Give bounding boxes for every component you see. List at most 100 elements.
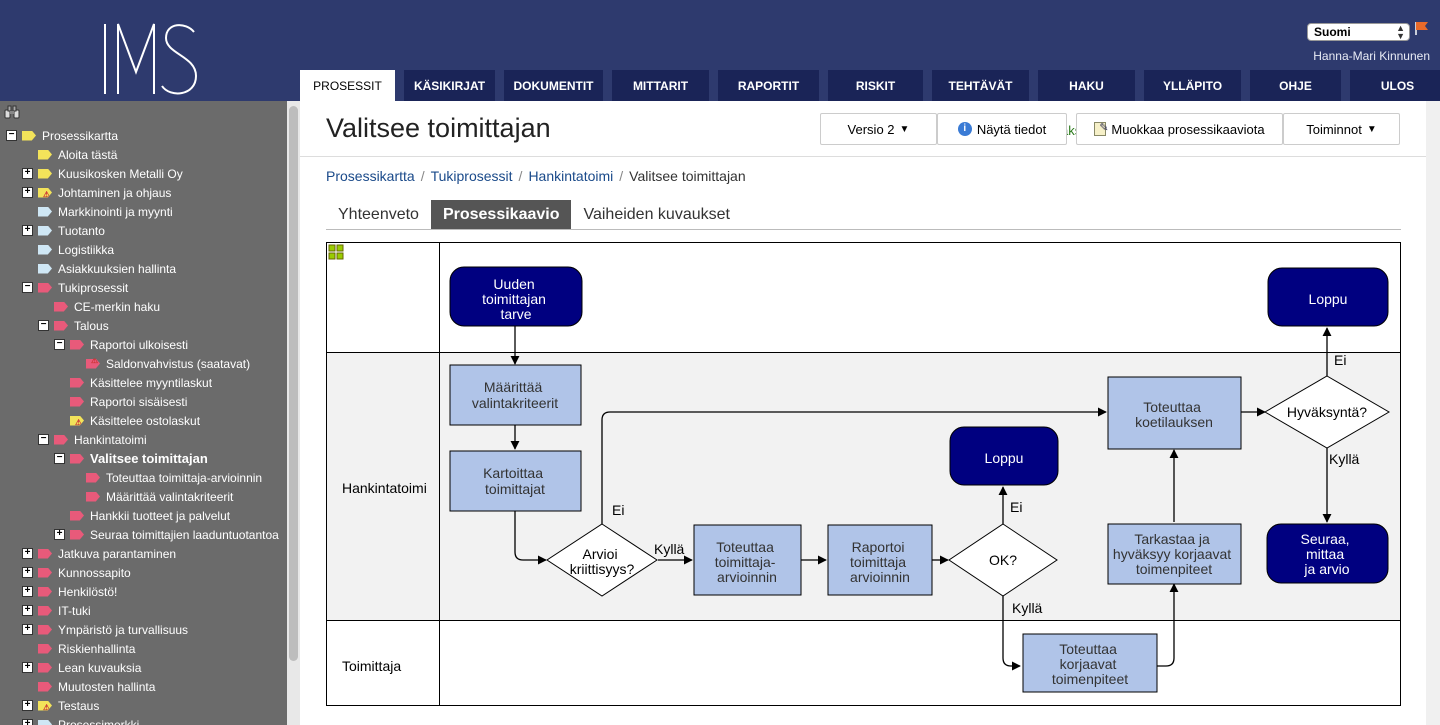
tree-item[interactable]: ⚠Käsittelee ostolaskut: [70, 411, 200, 430]
expand-icon[interactable]: +: [54, 529, 65, 540]
collapse-icon[interactable]: −: [6, 130, 17, 141]
collapse-icon[interactable]: −: [54, 453, 65, 464]
tree-item[interactable]: Toteuttaa toimittaja-arvioinnin: [86, 468, 262, 487]
node-map-suppliers[interactable]: Kartoittaa toimittajat: [449, 450, 582, 512]
nav-tab-riskit[interactable]: RISKIT: [828, 70, 923, 101]
nav-tab-mittarit[interactable]: MITTARIT: [612, 70, 709, 101]
node-end-top[interactable]: Loppu: [1267, 267, 1389, 327]
node-critical-decision[interactable]: Arvioi kriittisyys?: [546, 523, 658, 597]
user-name[interactable]: Hanna-Mari Kinnunen: [1313, 49, 1430, 63]
expand-icon[interactable]: [328, 244, 336, 252]
nav-tab-prosessit[interactable]: PROSESSIT: [300, 70, 395, 101]
node-report-evaluation[interactable]: Raportoi toimittaja arvioinnin: [827, 524, 933, 596]
expand-icon[interactable]: [328, 252, 336, 260]
expand-icon[interactable]: [336, 244, 344, 252]
tree-item[interactable]: Muutosten hallinta: [38, 677, 155, 696]
expand-icon[interactable]: +: [22, 700, 33, 711]
nav-tab-ohje[interactable]: OHJE: [1250, 70, 1341, 101]
nav-tab-yllapito[interactable]: YLLÄPITO: [1144, 70, 1241, 101]
tree-item[interactable]: Riskienhallinta: [38, 639, 135, 658]
tree-item[interactable]: +Lean kuvauksia: [22, 658, 141, 677]
tree-item[interactable]: +Ympäristö ja turvallisuus: [22, 620, 188, 639]
tree-item[interactable]: +Tuotanto: [22, 221, 105, 240]
tree-item[interactable]: Markkinointi ja myynti: [38, 202, 173, 221]
process-tag-icon: [38, 548, 52, 559]
tree-item[interactable]: Hankkii tuotteet ja palvelut: [70, 506, 230, 525]
edge-label: Kyllä: [1012, 600, 1043, 616]
expand-icon[interactable]: [336, 252, 344, 260]
tree-item[interactable]: +⚠Johtaminen ja ohjaus: [22, 183, 171, 202]
node-define-criteria[interactable]: Määrittää valintakriteerit: [449, 364, 582, 426]
edit-diagram-button[interactable]: ✎ Muokkaa prosessikaaviota: [1076, 113, 1283, 145]
tree-item[interactable]: Raportoi sisäisesti: [70, 392, 187, 411]
language-select[interactable]: Suomi ▲▼: [1307, 23, 1410, 41]
node-check-approve[interactable]: Tarkastaa ja hyväksyy korjaavat toimenpi…: [1107, 523, 1242, 585]
tree-item[interactable]: Logistiikka: [38, 240, 114, 259]
expand-icon[interactable]: +: [22, 168, 33, 179]
sidebar-scrollbar-thumb[interactable]: [289, 106, 298, 661]
node-approval-decision[interactable]: Hyväksyntä?: [1264, 375, 1390, 449]
node-end-mid[interactable]: Loppu: [949, 426, 1059, 486]
version-dropdown[interactable]: Versio 2 ▼: [820, 113, 937, 145]
tree-item[interactable]: ⚠Saldonvahvistus (saatavat): [86, 354, 250, 373]
expand-icon[interactable]: +: [22, 624, 33, 635]
breadcrumb-link-prosessikartta[interactable]: Prosessikartta: [326, 168, 415, 184]
expand-icon[interactable]: +: [22, 548, 33, 559]
tree-item[interactable]: Asiakkuuksien hallinta: [38, 259, 176, 278]
node-corrective-actions[interactable]: Toteuttaa korjaavat toimenpiteet: [1022, 633, 1158, 693]
nav-tab-dokumentit[interactable]: DOKUMENTIT: [504, 70, 603, 101]
tree-item[interactable]: −Raportoi ulkoisesti: [54, 335, 188, 354]
tree-item[interactable]: +IT-tuki: [22, 601, 91, 620]
expand-icon[interactable]: +: [22, 586, 33, 597]
tab-yhteenveto[interactable]: Yhteenveto: [338, 205, 419, 223]
tree-item[interactable]: Aloita tästä: [38, 145, 117, 164]
node-follow-up[interactable]: Seuraa, mittaa ja arvio: [1266, 523, 1389, 584]
nav-tab-raportit[interactable]: RAPORTIT: [718, 70, 819, 101]
expand-icon[interactable]: +: [22, 605, 33, 616]
expand-icon[interactable]: +: [22, 225, 33, 236]
tab-vaiheiden-kuvaukset[interactable]: Vaiheiden kuvaukset: [583, 205, 730, 223]
breadcrumb-link-tukiprosessit[interactable]: Tukiprosessit: [430, 168, 513, 184]
sidebar-scrollbar[interactable]: [287, 101, 300, 725]
tree-item[interactable]: +⚠Testaus: [22, 696, 99, 715]
tree-item[interactable]: −Tukiprosessit: [22, 278, 128, 297]
tree-item[interactable]: Määrittää valintakriteerit: [86, 487, 233, 506]
node-ok-decision[interactable]: OK?: [948, 523, 1058, 597]
tree-item[interactable]: −Valitsee toimittajan: [54, 449, 208, 468]
show-info-button[interactable]: i Näytä tiedot: [937, 113, 1067, 145]
tree-item[interactable]: +Prosessimerkki: [22, 715, 139, 725]
tree-item[interactable]: +Kuusikosken Metalli Oy: [22, 164, 183, 183]
tree-item[interactable]: Käsittelee myyntilaskut: [70, 373, 212, 392]
binoculars-icon[interactable]: [4, 105, 20, 119]
nav-tab-tehtavat[interactable]: TEHTÄVÄT: [932, 70, 1029, 101]
actions-dropdown[interactable]: Toiminnot ▼: [1283, 113, 1400, 145]
tree-item[interactable]: CE-merkin haku: [54, 297, 160, 316]
expand-icon[interactable]: +: [22, 662, 33, 673]
ims-logo[interactable]: [100, 22, 200, 96]
page-scrollbar[interactable]: [1426, 101, 1440, 725]
collapse-icon[interactable]: −: [38, 320, 49, 331]
nav-tab-ulos[interactable]: ULOS: [1350, 70, 1440, 101]
nav-tab-kasikirjat[interactable]: KÄSIKIRJAT: [404, 70, 495, 101]
node-do-evaluation[interactable]: Toteuttaa toimittaja- arvioinnin: [693, 524, 802, 596]
tree-item[interactable]: +Kunnossapito: [22, 563, 131, 582]
expand-icon[interactable]: +: [22, 719, 33, 725]
flag-icon[interactable]: [1414, 21, 1430, 35]
collapse-icon[interactable]: −: [22, 282, 33, 293]
collapse-icon[interactable]: −: [54, 339, 65, 350]
tree-item[interactable]: −Prosessikartta: [6, 126, 118, 145]
node-pilot-order[interactable]: Toteuttaa koetilauksen: [1107, 376, 1242, 450]
node-start[interactable]: Uuden toimittajan tarve: [449, 266, 583, 327]
breadcrumb-link-hankintatoimi[interactable]: Hankintatoimi: [528, 168, 614, 184]
expand-icon[interactable]: +: [22, 567, 33, 578]
expand-icon[interactable]: +: [22, 187, 33, 198]
tab-prosessikaavio[interactable]: Prosessikaavio: [430, 200, 572, 229]
collapse-icon[interactable]: −: [38, 434, 49, 445]
tree-item[interactable]: −Talous: [38, 316, 109, 335]
tree-item[interactable]: −Hankintatoimi: [38, 430, 147, 449]
nav-tab-haku[interactable]: HAKU: [1038, 70, 1135, 101]
tree-item[interactable]: +Seuraa toimittajien laaduntuotantoa: [54, 525, 279, 544]
node-check-line: Tarkastaa ja: [1134, 531, 1210, 547]
tree-item[interactable]: +Henkilöstö!: [22, 582, 117, 601]
tree-item[interactable]: +Jatkuva parantaminen: [22, 544, 176, 563]
